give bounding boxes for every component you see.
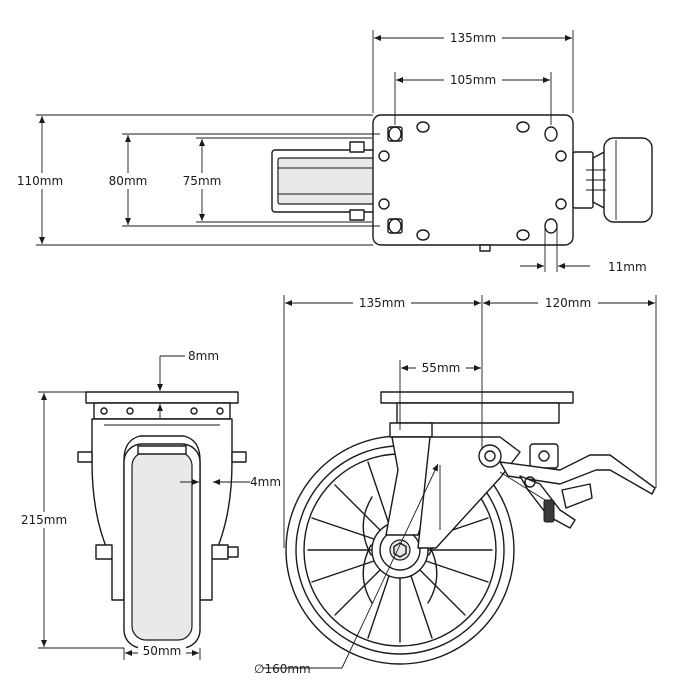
- dim-top-hole-spacing-x: 105mm: [450, 73, 496, 87]
- dim-side-brake-reach: 120mm: [545, 296, 591, 310]
- dim-front-plate-thickness: 8mm: [188, 349, 219, 363]
- brake-pedal-top: [572, 137, 653, 223]
- dim-top-hole-diameter: 11mm: [608, 260, 647, 274]
- dim-front-total-height: 215mm: [21, 513, 67, 527]
- dim-side-offset-inner: 55mm: [422, 361, 461, 375]
- dim-top-plate-width: 135mm: [450, 31, 496, 45]
- brake-mechanism-side: [478, 443, 656, 529]
- dim-front-wheel-width: 50mm: [143, 644, 182, 658]
- dim-top-hole-spacing-y-inner: 75mm: [183, 174, 222, 188]
- dim-side-offset: 135mm: [359, 296, 405, 310]
- dim-front-fork-gap: 4mm: [250, 475, 281, 489]
- top-view: 135mm 105mm 110mm 80mm 75mm 11mm: [10, 30, 653, 274]
- dim-top-height: 110mm: [17, 174, 63, 188]
- side-view: 135mm 120mm 55mm ∅160mm: [254, 295, 657, 676]
- side-top-plate: [380, 391, 574, 404]
- front-top-plate: [85, 391, 239, 404]
- top-plate: [372, 114, 574, 246]
- front-view: 8mm 215mm 4mm 50mm: [10, 349, 281, 660]
- dim-wheel-diameter: ∅160mm: [254, 662, 311, 676]
- plate-bolt-holes: [378, 121, 567, 241]
- dim-top-hole-spacing-y-outer: 80mm: [109, 174, 148, 188]
